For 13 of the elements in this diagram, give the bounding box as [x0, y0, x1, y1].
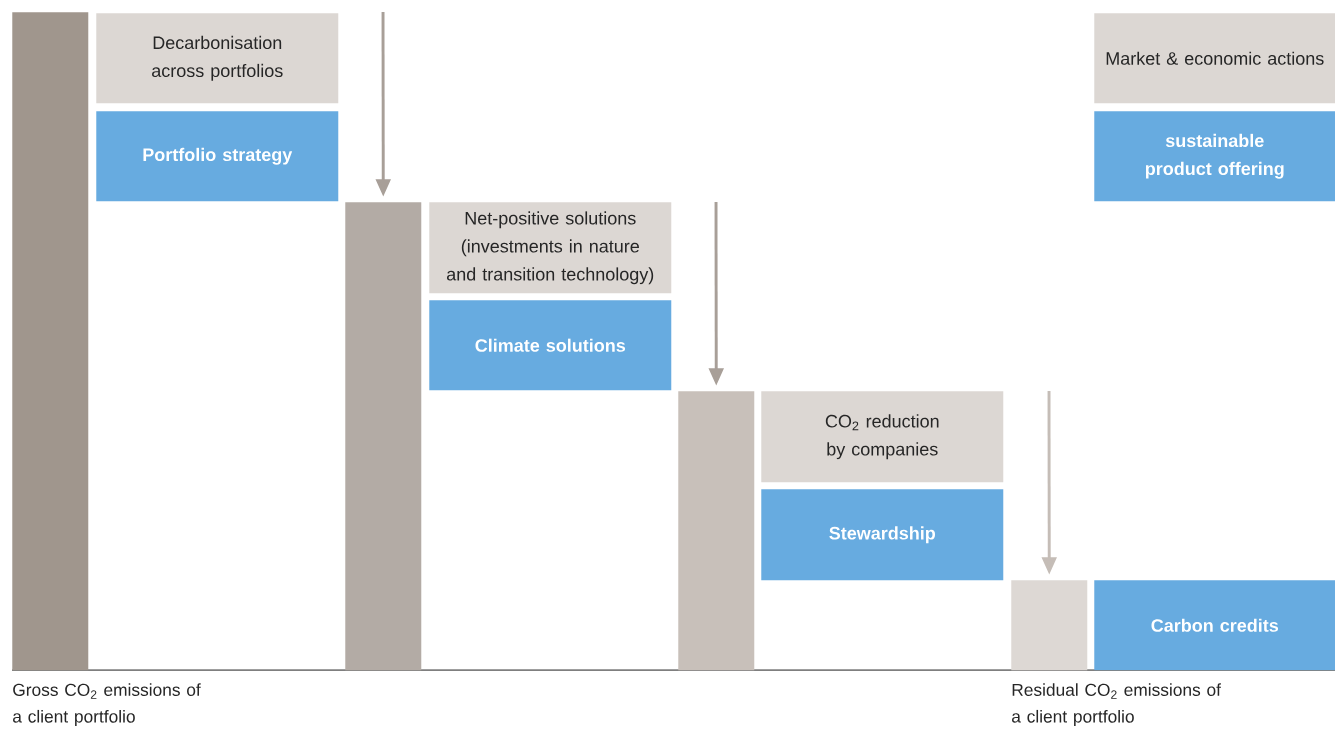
bar-label: Gross CO$_{2}$ emissions of a client portfolio: [13, 683, 201, 727]
emission-bar: [678, 391, 755, 671]
action-box: Carbon credits: [1094, 580, 1335, 671]
action-box: Stewardship: [761, 489, 1004, 581]
bar-label: Residual CO$_{2}$ emissions of a client portfolio: [1012, 683, 1221, 727]
action-box: Portfolio strategy: [96, 111, 339, 202]
action-box: sustainable product offering: [1094, 111, 1335, 202]
description-box: CO$_{2}$ reduction by companies: [761, 391, 1004, 483]
action-box: Climate solutions: [429, 300, 672, 391]
emission-bar: [345, 202, 422, 671]
description-box: Decarbonisation across portfolios: [96, 13, 339, 104]
description-box: Market & economic actions: [1094, 13, 1335, 104]
description-box: Net-positive solutions (investments in nature and transition technology): [429, 202, 672, 294]
